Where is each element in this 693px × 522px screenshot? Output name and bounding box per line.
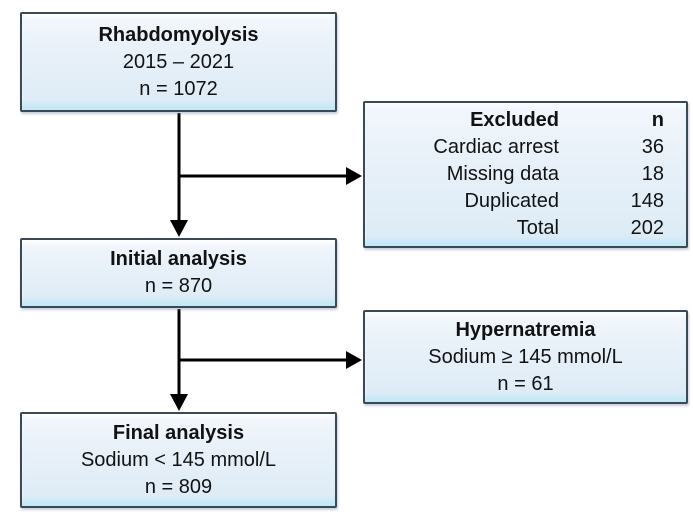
box-initial-analysis: Initial analysis n = 870 — [20, 238, 337, 308]
row-label: Duplicated — [464, 190, 559, 212]
arrowhead-right-excluded — [346, 167, 362, 185]
rhabdomyolysis-period: 2015 – 2021 — [122, 50, 235, 73]
hypernatremia-count: n = 61 — [497, 372, 554, 395]
row-label: Missing data — [446, 163, 559, 185]
initial-analysis-count: n = 870 — [144, 275, 213, 297]
hypernatremia-title: Hypernatremia — [455, 318, 596, 341]
final-analysis-count: n = 809 — [144, 475, 213, 498]
box-hypernatremia: Hypernatremia Sodium ≥ 145 mmol/L n = 61 — [363, 310, 688, 404]
initial-analysis-title: Initial analysis — [110, 248, 247, 270]
row-value: 36 — [641, 136, 664, 158]
excluded-row-cardiac-arrest: Cardiac arrest 36 — [375, 134, 664, 161]
box-excluded: Excluded n Cardiac arrest 36 Missing dat… — [363, 101, 688, 248]
final-analysis-criterion: Sodium < 145 mmol/L — [80, 448, 277, 471]
final-analysis-title: Final analysis — [112, 421, 245, 444]
excluded-header-value: n — [651, 109, 664, 131]
excluded-header-row: Excluded n — [375, 107, 664, 134]
box-rhabdomyolysis: Rhabdomyolysis 2015 – 2021 n = 1072 — [20, 12, 337, 112]
box-final-analysis: Final analysis Sodium < 145 mmol/L n = 8… — [20, 412, 337, 508]
excluded-row-total: Total 202 — [375, 215, 664, 242]
excluded-row-missing-data: Missing data 18 — [375, 161, 664, 188]
rhabdomyolysis-count: n = 1072 — [139, 77, 218, 100]
arrowhead-down-initial — [170, 220, 188, 237]
row-label: Total — [516, 217, 559, 239]
row-label: Cardiac arrest — [433, 136, 559, 158]
row-value: 148 — [630, 190, 664, 212]
arrowhead-right-hypernatremia — [346, 351, 362, 369]
arrowhead-down-final — [170, 394, 188, 411]
rhabdomyolysis-title: Rhabdomyolysis — [98, 23, 259, 46]
row-value: 18 — [641, 163, 664, 185]
row-value: 202 — [630, 217, 664, 239]
hypernatremia-criterion: Sodium ≥ 145 mmol/L — [428, 345, 623, 368]
excluded-header-label: Excluded — [470, 109, 559, 131]
excluded-row-duplicated: Duplicated 148 — [375, 188, 664, 215]
